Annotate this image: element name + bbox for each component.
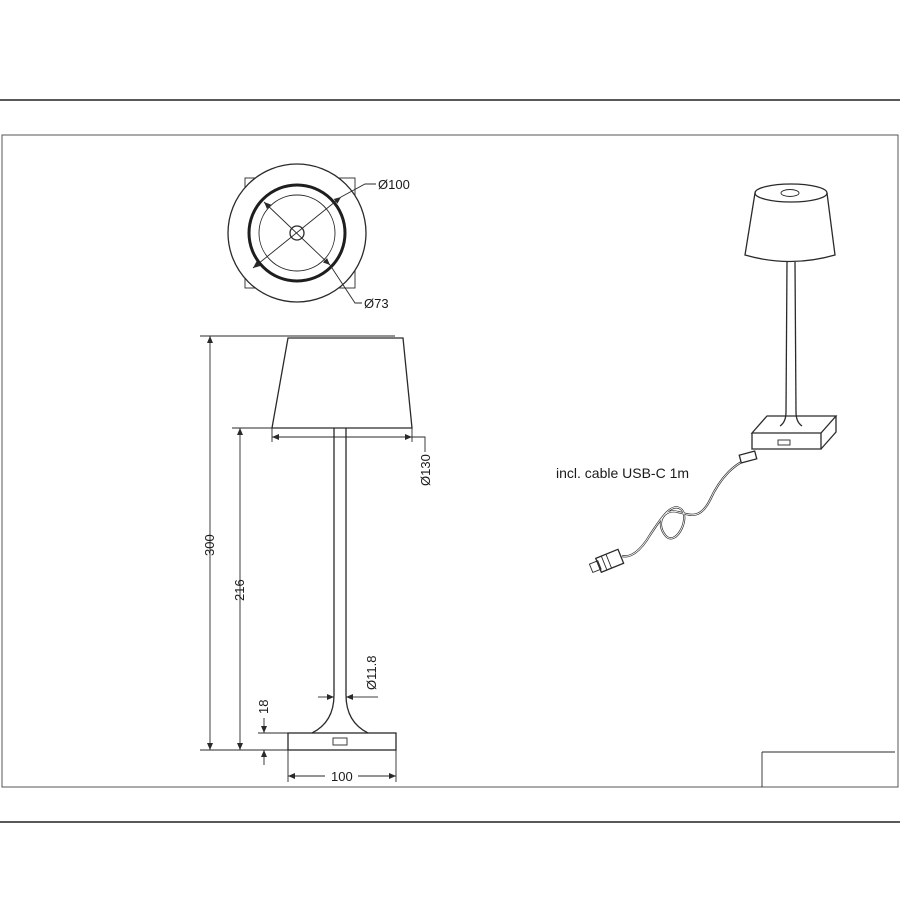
shade-top-ellipse [754,183,828,203]
stem-flare [311,694,369,734]
usb-cable-highlight [621,457,753,557]
base-height-label: 18 [256,700,271,714]
shade-top-button [780,189,800,197]
shade-ring-outer [247,183,347,283]
shade-body [744,192,836,263]
leader-inner [329,264,362,304]
usb-a-plug [588,548,625,574]
inner-diameter-label: Ø73 [364,296,389,311]
stem-diameter-label: Ø11.8 [364,656,379,690]
leader-outer [340,183,376,198]
perspective-view: incl. cable USB-C 1m [556,183,838,574]
base-front-p [751,433,822,450]
base-block [287,732,397,751]
base-width-label: 100 [331,769,353,784]
usb-c-plug [738,450,758,464]
title-block-corner [761,751,895,787]
shade-outline [271,337,413,429]
top-view: Ø100 Ø73 [227,163,410,311]
outer-diameter-label: Ø100 [378,177,410,192]
cable-caption: incl. cable USB-C 1m [556,465,689,481]
base-top-p [750,415,838,434]
side-view: Ø130 300 216 18 Ø11.8 100 [200,335,433,784]
usb-port-p [777,439,791,446]
stem-right-p [794,261,797,413]
total-height-label: 300 [202,534,217,556]
dim-line-inner [263,201,331,266]
shade-diameter-label: Ø130 [418,454,433,486]
base-side-p [820,416,837,450]
stem-foot-p [779,411,803,427]
usb-port [332,737,348,746]
drawing-frame [1,134,899,788]
leader-shade [412,436,426,452]
stem-left-p [785,261,788,413]
stem-height-label: 216 [232,579,247,601]
